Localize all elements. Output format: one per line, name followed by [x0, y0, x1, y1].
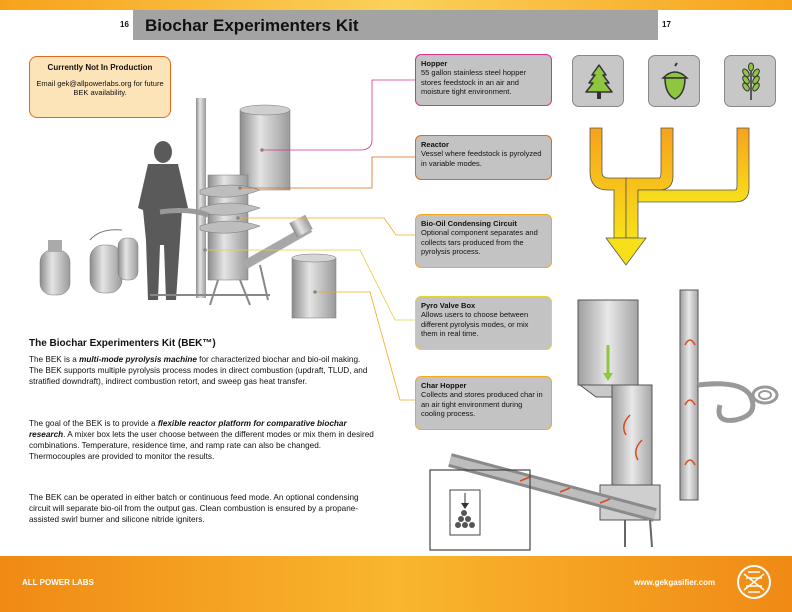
callout-hopper-title: Hopper	[421, 59, 448, 68]
page-number-left: 16	[120, 20, 129, 29]
production-notice: Currently Not In Production Email gek@al…	[29, 56, 171, 118]
callout-reactor: Reactor Vessel where feedstock is pyroly…	[415, 135, 552, 180]
footer-url[interactable]: www.gekgasifier.com	[634, 578, 716, 587]
p2-rest: . A mixer box lets the user choose betwe…	[29, 430, 374, 462]
callout-pyro-valve: Pyro Valve Box Allows users to choose be…	[415, 296, 552, 350]
person-silhouette	[138, 141, 188, 300]
feedstock-acorn-box	[648, 55, 700, 107]
callout-bio-oil-text: Optional component separates and collect…	[421, 228, 538, 257]
p1-emphasis: multi-mode pyrolysis machine	[79, 355, 197, 364]
footer-brand: ALL POWER LABS	[22, 578, 94, 587]
callout-char-hopper: Char Hopper Collects and stores produced…	[415, 376, 552, 430]
wheat-icon	[742, 62, 760, 100]
notice-text: Email gek@allpowerlabs.org for future BE…	[36, 79, 164, 98]
callout-reactor-text: Vessel where feedstock is pyrolyzed in v…	[421, 149, 542, 168]
page-title: Biochar Experimenters Kit	[145, 16, 359, 35]
feedstock-tree-box	[572, 55, 624, 107]
p2-emphasis: flexible reactor platform for comparativ…	[29, 419, 347, 440]
page-number-right: 17	[662, 20, 671, 29]
section-title: The Biochar Experimenters Kit (BEK™)	[29, 338, 216, 349]
footer-band	[0, 556, 792, 612]
paragraph-operation: The BEK can be operated in either batch …	[29, 493, 359, 525]
bek-cutaway-diagram	[429, 289, 779, 551]
callout-hopper-text: 55 gallon stainless steel hopper stores …	[421, 68, 527, 97]
paragraph-goal: The goal of the BEK is to provide a flex…	[29, 418, 374, 463]
p1-rest: for characterized biochar and bio-oil ma…	[29, 355, 368, 387]
notice-title: Currently Not In Production	[47, 63, 153, 72]
paragraph-intro: The BEK is a multi-mode pyrolysis machin…	[29, 354, 374, 387]
callout-bio-oil-title: Bio-Oil Condensing Circuit	[421, 219, 517, 228]
callout-pyro-valve-title: Pyro Valve Box	[421, 301, 476, 310]
header-bar	[133, 10, 658, 40]
callout-pyro-valve-text: Allows users to choose between different…	[421, 310, 529, 339]
feedstock-wheat-box	[724, 55, 776, 107]
top-orange-band	[0, 0, 792, 10]
tree-icon	[585, 64, 613, 99]
callout-char-hopper-text: Collects and stores produced char in an …	[421, 390, 543, 419]
acorn-icon	[661, 62, 689, 100]
callout-reactor-title: Reactor	[421, 140, 449, 149]
p2-start: The goal of the BEK is to provide a	[29, 419, 158, 428]
callout-hopper: Hopper 55 gallon stainless steel hopper …	[415, 54, 552, 106]
bek-machine-illustration	[39, 98, 337, 319]
feedstock-flow-arrow	[589, 127, 750, 266]
gek-logo-icon	[737, 565, 771, 599]
callout-bio-oil: Bio-Oil Condensing Circuit Optional comp…	[415, 214, 552, 268]
callout-char-hopper-title: Char Hopper	[421, 381, 467, 390]
p1-start: The BEK is a	[29, 355, 80, 364]
